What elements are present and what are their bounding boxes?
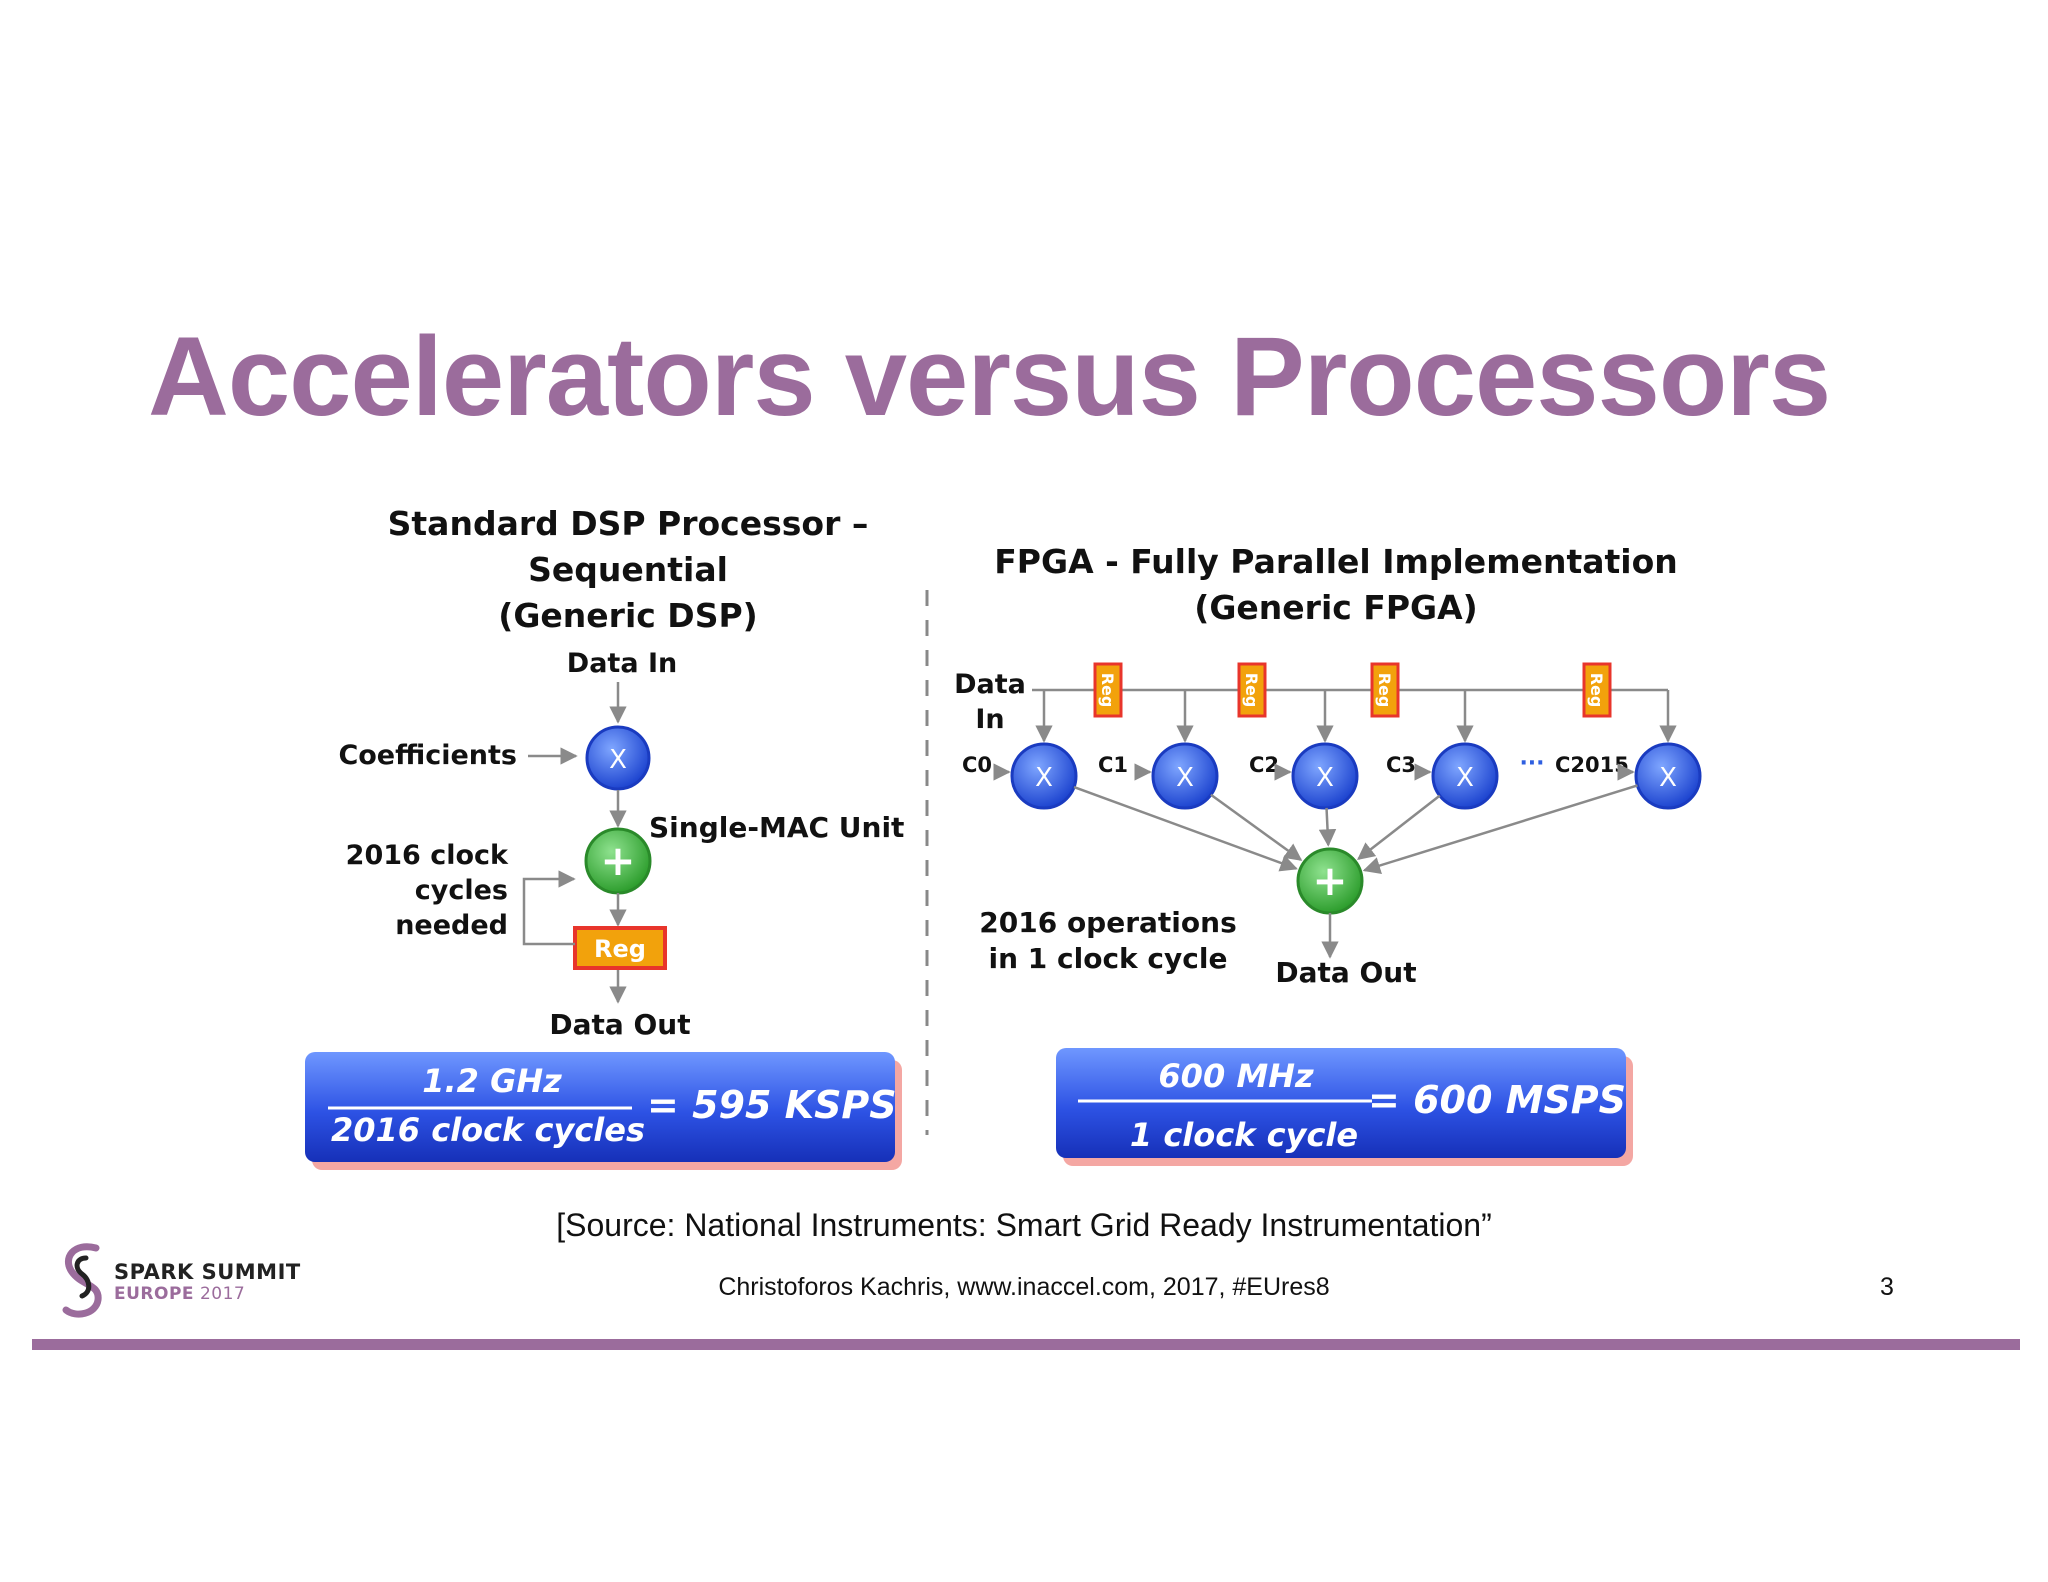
fpga-data-in-line2: In — [975, 704, 1004, 735]
fpga-coefficient-label: C2 — [1249, 753, 1279, 777]
fpga-multiplier-node: X — [1291, 742, 1359, 810]
fpga-register: Reg — [1237, 662, 1267, 718]
fpga-register-label: Reg — [1375, 673, 1394, 708]
dsp-title-line1: Standard DSP Processor – — [388, 504, 869, 543]
fpga-ops-line1: 2016 operations — [979, 906, 1236, 939]
fpga-formula-denominator: 1 clock cycle — [1130, 1116, 1358, 1154]
dsp-adder-node: + — [584, 827, 652, 895]
fpga-register-label: Reg — [1587, 673, 1606, 708]
spark-summit-logo: SPARK SUMMIT EUROPE 2017 — [56, 1240, 300, 1322]
footer-credit: Christoforos Kachris, www.inaccel.com, 2… — [718, 1273, 1330, 1301]
spark-logo-icon — [62, 1243, 102, 1318]
dsp-cycles-line2: cycles — [415, 875, 508, 906]
fpga-title-line2: (Generic FPGA) — [1194, 588, 1478, 627]
fpga-register-label: Reg — [1098, 673, 1117, 708]
dsp-title-line3: (Generic DSP) — [498, 596, 758, 635]
dsp-title-line2: Sequential — [528, 550, 728, 589]
fpga-coefficient-label: C2015 — [1555, 753, 1629, 777]
fpga-coefficient-label: C0 — [962, 753, 992, 777]
dsp-coefficients-label: Coefficients — [338, 740, 517, 771]
fpga-formula-numerator: 600 MHz — [1158, 1057, 1314, 1095]
fpga-multiplier-symbol: X — [1659, 763, 1677, 793]
fpga-fanin-arrow — [1357, 794, 1441, 860]
dsp-register-label: Reg — [594, 935, 646, 963]
fpga-panel: FPGA - Fully Parallel Implementation (Ge… — [954, 542, 1702, 1166]
fpga-data-in-line1: Data — [954, 669, 1026, 700]
fpga-register: Reg — [1582, 662, 1612, 718]
dsp-data-out-label: Data Out — [549, 1008, 690, 1041]
fpga-multiplier-node: X — [1431, 742, 1499, 810]
fpga-register-label: Reg — [1242, 673, 1261, 708]
fpga-fanin-arrow — [1073, 785, 1298, 872]
fpga-adder-node: + — [1296, 847, 1364, 915]
fpga-register: Reg — [1093, 662, 1123, 718]
dsp-multiplier-node: X — [585, 725, 651, 791]
fpga-coefficient-label: C1 — [1098, 753, 1128, 777]
dsp-adder-symbol: + — [600, 836, 635, 885]
fpga-multiplier-node: X — [1634, 742, 1702, 810]
fpga-multiplier-symbol: X — [1035, 763, 1053, 793]
logo-text-year: 2017 — [199, 1284, 246, 1304]
dsp-cycles-line1: 2016 clock — [346, 840, 509, 871]
dsp-formula-denominator: 2016 clock cycles — [331, 1111, 645, 1149]
logo-text-europe: EUROPE — [114, 1284, 195, 1304]
source-citation: [Source: National Instruments: Smart Gri… — [556, 1207, 1492, 1243]
logo-text-line1: SPARK SUMMIT — [114, 1260, 301, 1284]
dsp-multiplier-symbol: X — [609, 745, 627, 775]
fpga-ops-line2: in 1 clock cycle — [989, 942, 1228, 975]
fpga-title-line1: FPGA - Fully Parallel Implementation — [994, 542, 1678, 581]
logo-text-line2: EUROPE 2017 — [114, 1284, 245, 1304]
fpga-data-out-label: Data Out — [1275, 956, 1416, 989]
dsp-throughput-box: 1.2 GHz 2016 clock cycles = 595 KSPS — [305, 1052, 902, 1170]
dsp-cycles-line3: needed — [395, 910, 508, 941]
fpga-throughput-box: 600 MHz 1 clock cycle = 600 MSPS — [1056, 1048, 1633, 1166]
dsp-formula-result: = 595 KSPS — [647, 1083, 897, 1127]
dsp-unit-label: Single-MAC Unit — [649, 811, 904, 844]
fpga-multiplier-node: X — [1151, 742, 1219, 810]
fpga-ellipsis: ··· — [1519, 751, 1544, 776]
slide-title: Accelerators versus Processors — [148, 314, 1831, 439]
fpga-adder-symbol: + — [1312, 856, 1347, 905]
fpga-multiplier-node: X — [1010, 742, 1078, 810]
fpga-fanin-arrow — [1210, 793, 1303, 861]
fpga-multiplier-symbol: X — [1176, 763, 1194, 793]
dsp-panel: Standard DSP Processor – Sequential (Gen… — [305, 504, 904, 1170]
page-number: 3 — [1880, 1273, 1894, 1301]
dsp-feedback-loop — [522, 870, 576, 946]
fpga-fanin-arrow — [1362, 784, 1638, 875]
dsp-register: Reg — [573, 926, 667, 970]
fpga-coefficient-label: C3 — [1386, 753, 1416, 777]
fpga-formula-result: = 600 MSPS — [1368, 1078, 1626, 1122]
fpga-fanin-arrow — [1318, 807, 1337, 847]
dsp-data-in-label: Data In — [567, 648, 677, 679]
fpga-multiplier-symbol: X — [1316, 763, 1334, 793]
bottom-rule — [32, 1339, 2020, 1350]
fpga-register: Reg — [1370, 662, 1400, 718]
fpga-multiplier-symbol: X — [1456, 763, 1474, 793]
dsp-formula-numerator: 1.2 GHz — [422, 1062, 562, 1100]
